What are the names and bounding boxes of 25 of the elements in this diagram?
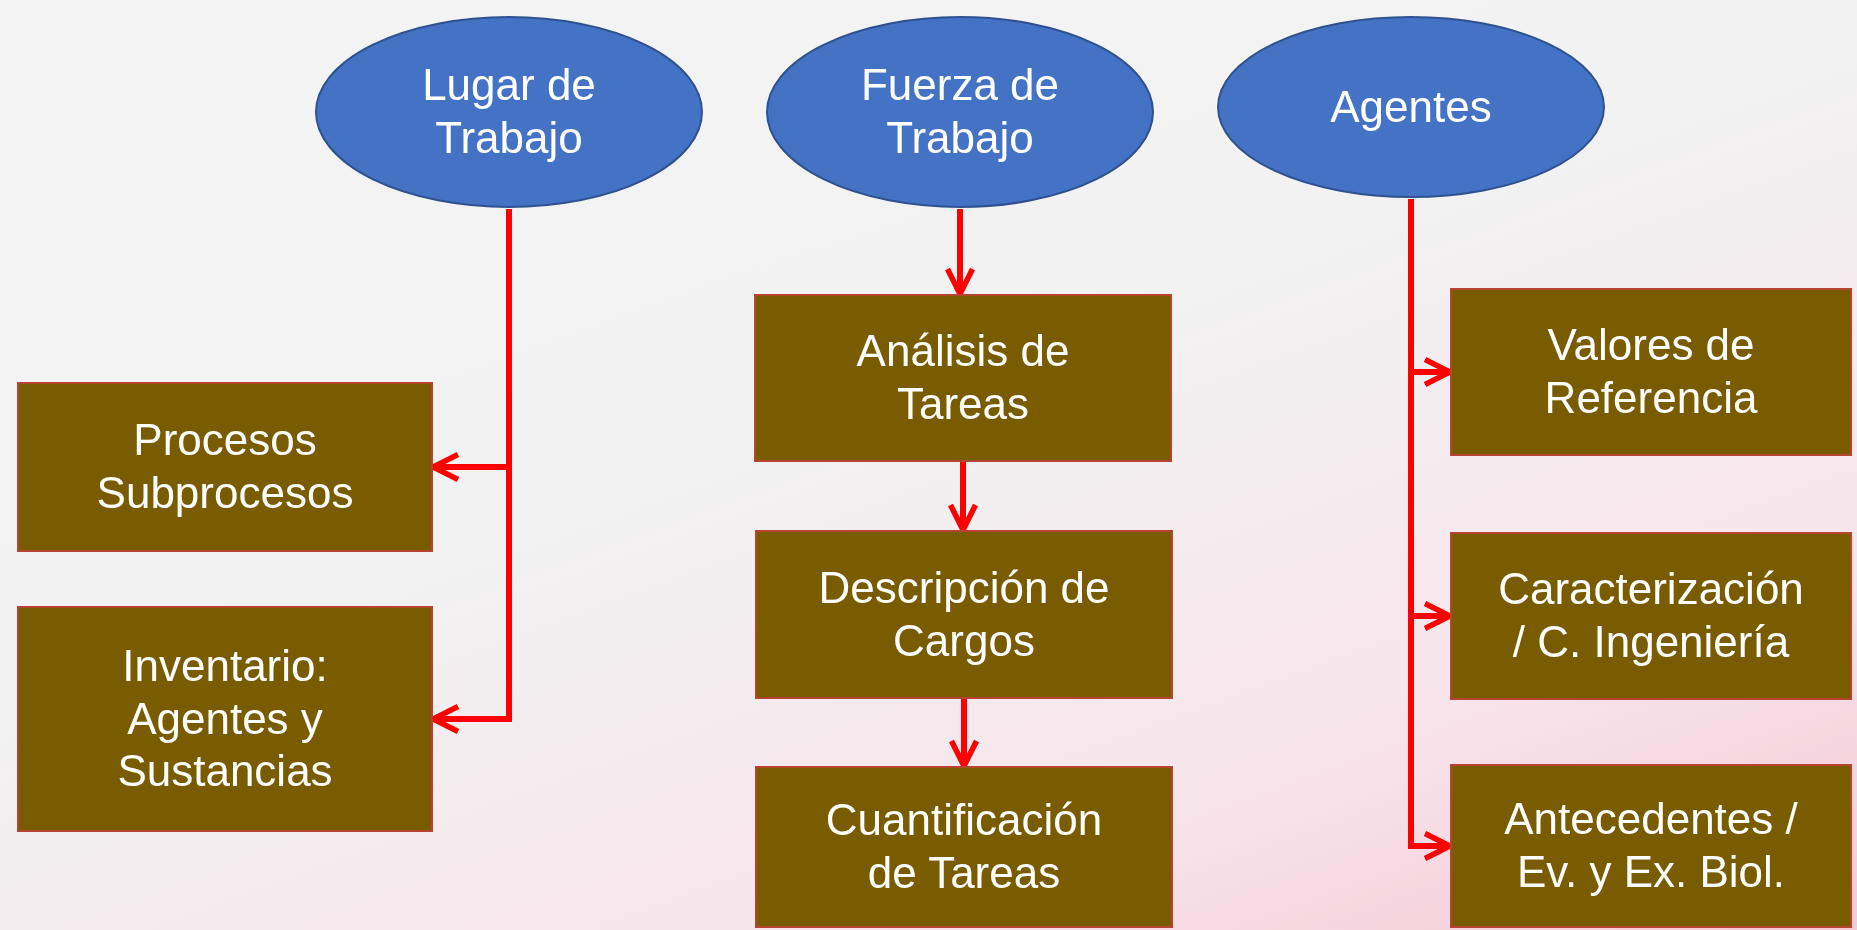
arrow <box>948 699 980 769</box>
arrow <box>947 462 979 533</box>
node-label: Antecedentes / Ev. y Ex. Biol. <box>1503 793 1799 898</box>
ellipse-node <box>1216 15 1606 199</box>
process-box <box>17 606 433 832</box>
node-label: Cuantificación de Tareas <box>824 794 1104 899</box>
process-box <box>754 294 1172 462</box>
arrow <box>944 209 976 297</box>
ellipse-node <box>314 15 704 209</box>
process-box <box>17 382 433 552</box>
node-label: Caracterización / C. Ingeniería <box>1498 563 1804 668</box>
node-label: Fuerza de Trabajo <box>860 59 1060 164</box>
node-label: Inventario: Agentes y Sustancias <box>116 639 334 798</box>
node-label: Agentes <box>1330 80 1492 133</box>
process-box <box>1450 764 1852 928</box>
ellipse-node <box>765 15 1155 209</box>
process-box <box>755 766 1173 928</box>
process-box <box>755 530 1173 699</box>
node-label: Lugar de Trabajo <box>421 59 597 164</box>
node-label: Procesos Subprocesos <box>95 414 355 519</box>
process-box <box>1450 288 1852 456</box>
node-label: Descripción de Cargos <box>817 561 1111 667</box>
node-label: Análisis de Tareas <box>855 325 1071 430</box>
process-box <box>1450 532 1852 700</box>
node-label: Valores de Referencia <box>1543 319 1759 424</box>
